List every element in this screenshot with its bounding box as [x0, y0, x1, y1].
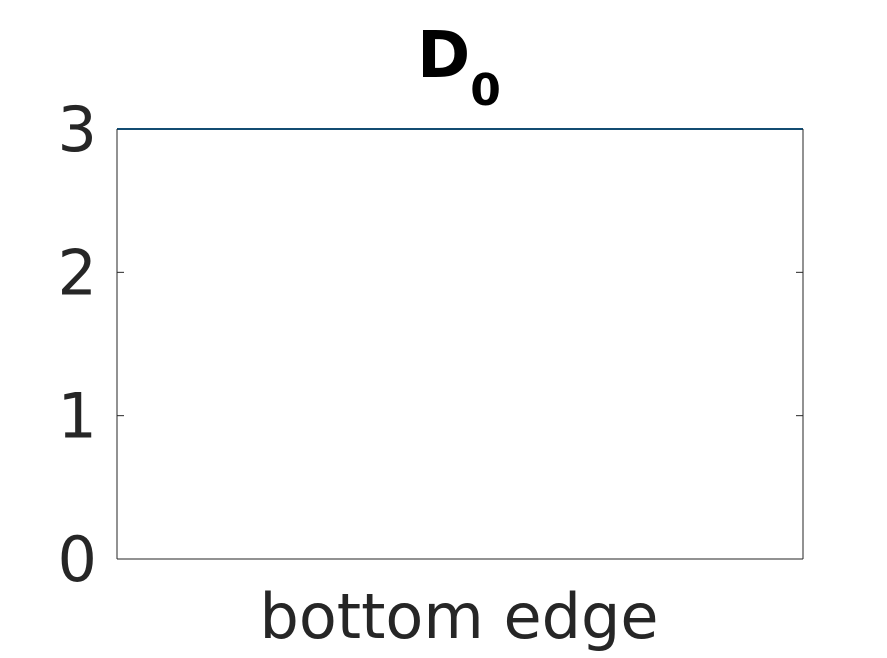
- chart-title-main: D: [417, 19, 470, 93]
- y-tick-label: 1: [58, 380, 97, 453]
- chart-title-subscript: 0: [470, 65, 501, 116]
- y-ticks: 0 1 2 3: [58, 93, 803, 596]
- plot-background: [117, 129, 803, 559]
- chart-title: D0: [417, 19, 501, 116]
- y-tick-label: 0: [58, 523, 97, 596]
- x-axis-label: bottom edge: [260, 580, 659, 653]
- plot-area: 0 1 2 3: [58, 93, 804, 596]
- y-tick-label: 3: [58, 93, 97, 166]
- y-tick-label: 2: [58, 236, 97, 309]
